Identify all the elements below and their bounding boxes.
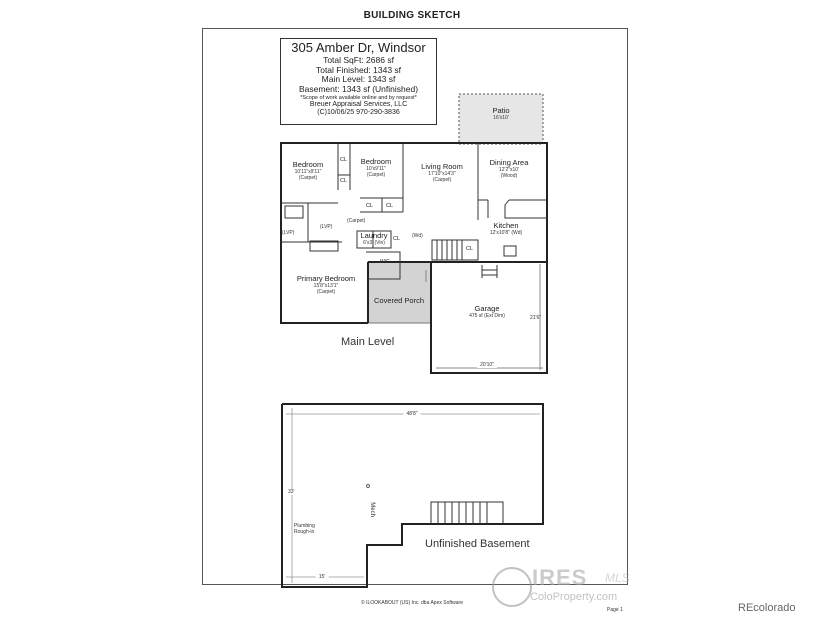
closet-label: CL [386, 203, 394, 209]
room-name: Primary Bedroom [296, 274, 356, 283]
page-title: BUILDING SKETCH [363, 10, 461, 21]
garage-width: 20'10" [477, 362, 497, 368]
house-logo-icon [492, 567, 532, 607]
room-name: Living Room [421, 162, 463, 171]
room-dim: 10'x9'11" [366, 166, 386, 173]
room-name: Covered Porch [373, 296, 425, 305]
room-dim: 475 sf (Ext Dim) [469, 313, 505, 320]
room-dim: 12'2"x10' [498, 167, 520, 174]
room-name: Patio [492, 106, 510, 115]
sketch-frame [202, 28, 628, 585]
total-finished: Total Finished: 1343 sf [315, 64, 402, 75]
room-name: Garage [474, 304, 500, 313]
footer-credit: © ILOOKABOUT (US) Inc. dba Apex Software [361, 600, 463, 606]
main-level-sqft: Main Level: 1343 sf [321, 74, 396, 85]
main-level-walls [280, 142, 548, 374]
room-name: Dining Area [489, 158, 529, 167]
basement-dimension-lines [286, 408, 540, 583]
room-floor: (Carpet) [316, 289, 336, 296]
wic-label: WIC [380, 259, 390, 265]
closet-label: CL [366, 203, 374, 209]
mls-mark: MLS [605, 571, 630, 585]
interior-walls [281, 143, 547, 370]
scope-note: *Scope of work available online and by r… [300, 95, 417, 101]
basement-depth: 33' [288, 489, 295, 495]
address: 305 Amber Dr, Windsor [291, 40, 426, 55]
room-floor: (Wood) [500, 173, 518, 180]
room-dim: 10'11"x9'11" [294, 169, 322, 176]
lvp-label: (LVP) [320, 224, 333, 230]
basement-width: 48'8" [403, 411, 421, 417]
room-floor: (Carpet) [298, 175, 318, 182]
room-floor: (Carpet) [432, 177, 452, 184]
room-name: Kitchen [493, 221, 519, 230]
basement-label: Unfinished Basement [425, 538, 530, 550]
plumbing-label: Plumbing Rough-in [294, 523, 315, 535]
basement-walls [281, 403, 544, 588]
room-floor: (Carpet) [366, 172, 386, 179]
hall-floor-label: (Carpet) [347, 218, 366, 224]
mech-label: Mech [368, 502, 375, 517]
room-covered-porch: Covered Porch [373, 296, 425, 305]
room-dim: 17'10"x14'3" [428, 171, 456, 178]
wd-label: (Wd) [412, 233, 423, 239]
total-sqft: Total SqFt: 2686 sf [323, 54, 394, 65]
lvp-label: (LVP) [282, 230, 295, 236]
recolorado-mark: REcolorado [738, 602, 796, 614]
site-mark: ColoProperty.com [530, 591, 618, 603]
property-info-box: 305 Amber Dr, Windsor Total SqFt: 2686 s… [280, 38, 437, 125]
basement-stairs [430, 501, 504, 524]
company: Breuer Appraisal Services, LLC [309, 101, 408, 109]
room-name: Bedroom [292, 160, 324, 169]
copyright-phone: (C)10/06/25 970-290-3836 [317, 109, 400, 117]
main-level-label: Main Level [341, 336, 395, 348]
room-dim: 15'8"x13'1" [313, 283, 339, 290]
room-name: Laundry [360, 231, 388, 240]
patio-area [458, 93, 544, 145]
ires-brand: IRES [532, 565, 588, 590]
page-number: Page 1 [607, 607, 623, 613]
room-dim: 6'x3' (Vin) [363, 240, 385, 247]
room-dim: 16'x10' [493, 115, 509, 122]
closet-label: CL [340, 157, 348, 163]
garage-depth: 21'6" [530, 315, 542, 321]
closet-label: CL [393, 236, 401, 242]
basement-sqft: Basement: 1343 sf (Unfinished) [298, 84, 419, 95]
room-dim: 12'x10'8" (Wd) [489, 230, 523, 237]
closet-label: CL [340, 178, 348, 184]
closet-label: CL [466, 246, 474, 252]
basement-step-width: 15' [315, 574, 329, 580]
room-name: Bedroom [360, 157, 392, 166]
